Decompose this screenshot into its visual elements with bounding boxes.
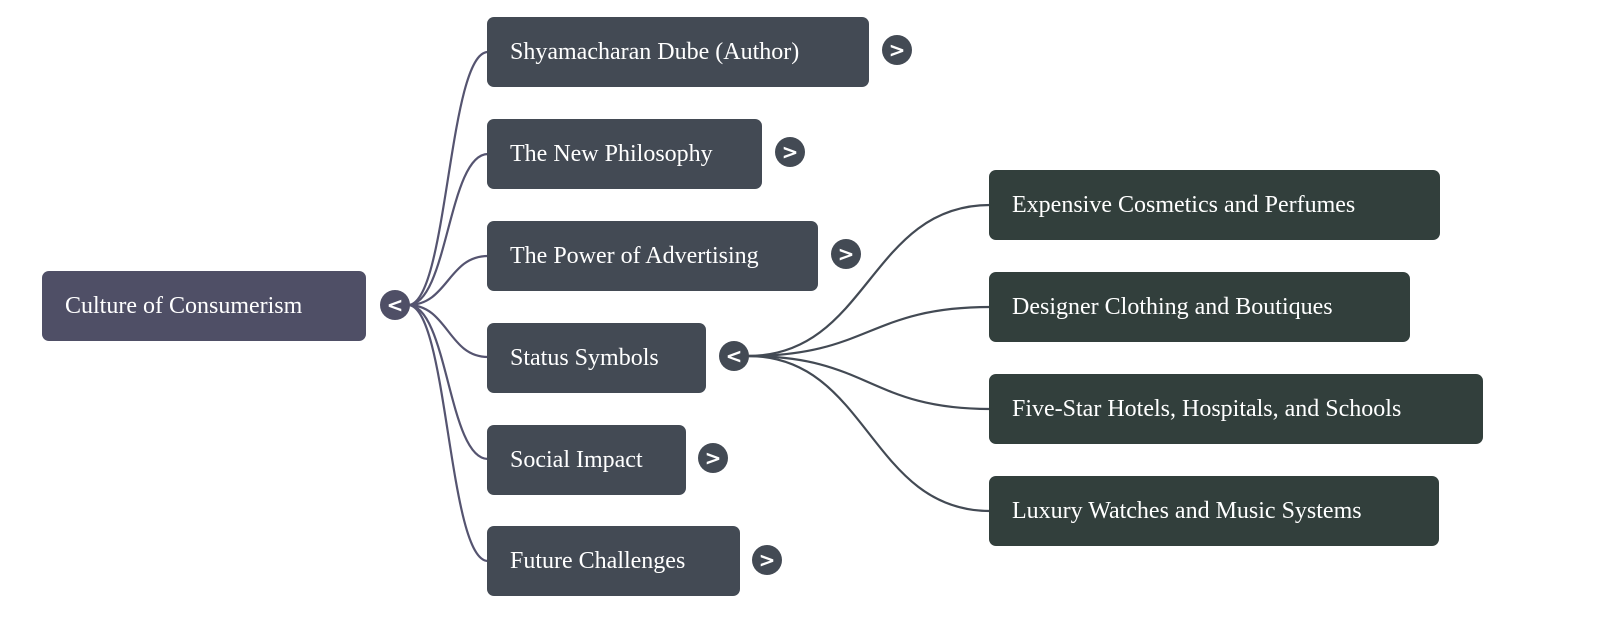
root-connector xyxy=(407,152,489,307)
node-label: The Power of Advertising xyxy=(510,242,759,269)
node-author[interactable]: Shyamacharan Dube (Author) xyxy=(487,17,869,87)
node-power-of-advertising[interactable]: The Power of Advertising xyxy=(487,221,818,291)
node-label: The New Philosophy xyxy=(510,140,713,167)
node-status-symbols[interactable]: Status Symbols xyxy=(487,323,706,393)
expand-toggle-author[interactable]: > xyxy=(882,35,912,65)
status-connector xyxy=(747,203,991,358)
status-connector xyxy=(747,354,991,513)
expand-toggle-social-impact[interactable]: > xyxy=(698,443,728,473)
node-label: Future Challenges xyxy=(510,547,686,574)
node-new-philosophy[interactable]: The New Philosophy xyxy=(487,119,762,189)
node-label: Five-Star Hotels, Hospitals, and Schools xyxy=(1012,395,1402,422)
node-future-challenges[interactable]: Future Challenges xyxy=(487,526,740,596)
node-designer-clothing[interactable]: Designer Clothing and Boutiques xyxy=(989,272,1410,342)
expand-toggle-new-philosophy[interactable]: > xyxy=(775,137,805,167)
status-connector xyxy=(747,354,991,411)
root-connector xyxy=(407,303,489,359)
root-node[interactable]: Culture of Consumerism xyxy=(42,271,366,341)
root-connector xyxy=(407,303,489,563)
root-connector xyxy=(407,303,489,461)
node-social-impact[interactable]: Social Impact xyxy=(487,425,686,495)
node-label: Expensive Cosmetics and Perfumes xyxy=(1012,191,1356,218)
expand-toggle-advertising[interactable]: > xyxy=(831,239,861,269)
collapse-toggle-status-symbols[interactable]: < xyxy=(719,341,749,371)
expand-toggle-future-challenges[interactable]: > xyxy=(752,545,782,575)
node-label: Luxury Watches and Music Systems xyxy=(1012,497,1362,524)
status-connector xyxy=(747,305,991,358)
node-cosmetics-perfumes[interactable]: Expensive Cosmetics and Perfumes xyxy=(989,170,1440,240)
root-label: Culture of Consumerism xyxy=(65,292,303,319)
node-label: Shyamacharan Dube (Author) xyxy=(510,38,800,65)
root-connector xyxy=(407,254,489,307)
node-label: Social Impact xyxy=(510,446,643,473)
node-label: Status Symbols xyxy=(510,344,659,371)
node-hotels-hospitals-schools[interactable]: Five-Star Hotels, Hospitals, and Schools xyxy=(989,374,1483,444)
node-watches-music-systems[interactable]: Luxury Watches and Music Systems xyxy=(989,476,1439,546)
node-label: Designer Clothing and Boutiques xyxy=(1012,293,1333,320)
root-connector xyxy=(407,50,489,307)
root-collapse-toggle[interactable]: < xyxy=(380,290,410,320)
